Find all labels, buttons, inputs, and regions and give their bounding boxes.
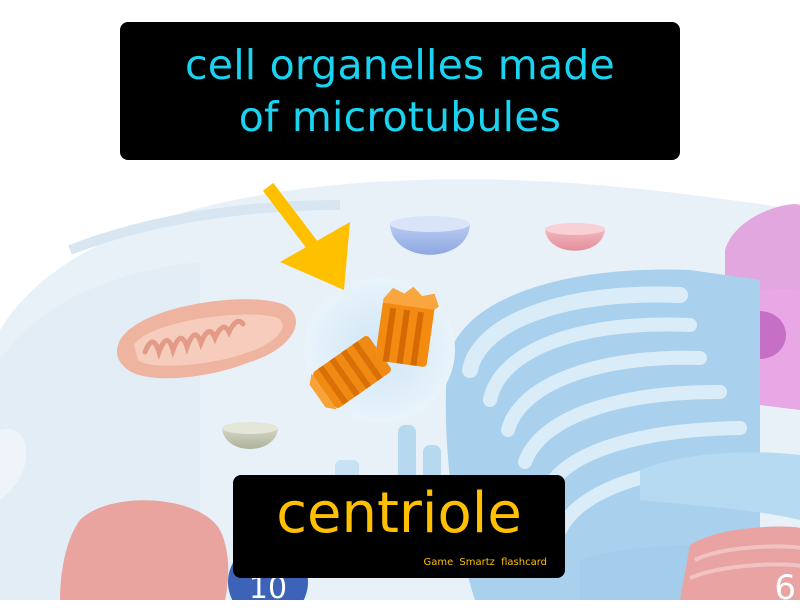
vesicle-blue bbox=[390, 216, 470, 255]
term-text: centriole bbox=[276, 481, 522, 546]
definition-line-2: of microtubules bbox=[238, 93, 562, 141]
page-number: 6 bbox=[774, 568, 796, 608]
organelle-lower-left bbox=[60, 500, 229, 600]
term-box: centriole Game Smartz flashcard bbox=[233, 475, 565, 578]
golgi-apparatus bbox=[680, 526, 800, 600]
pointer-arrow-icon bbox=[262, 182, 350, 290]
vesicle-olive bbox=[222, 422, 278, 449]
brand-label: Game Smartz flashcard bbox=[423, 557, 547, 568]
definition-box: cell organelles made of microtubules bbox=[120, 22, 680, 160]
centriole-icon bbox=[309, 286, 439, 410]
mitochondrion bbox=[116, 299, 297, 379]
definition-text: cell organelles made of microtubules bbox=[185, 39, 615, 143]
definition-line-1: cell organelles made bbox=[185, 41, 615, 89]
vesicle-pink bbox=[545, 223, 605, 251]
